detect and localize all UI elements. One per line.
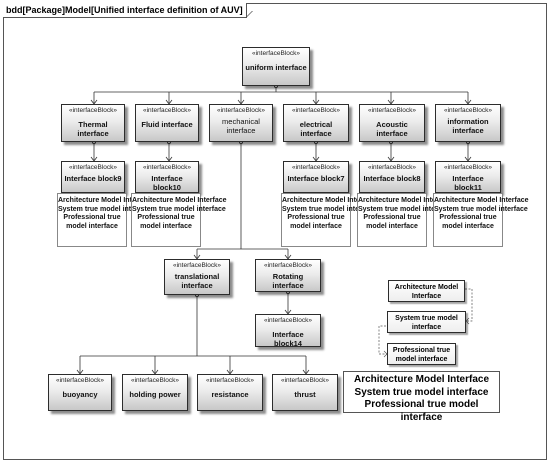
block-name: Interface block14 xyxy=(272,330,304,348)
block-thrust[interactable]: «interfaceBlock» thrust xyxy=(272,374,338,411)
block-interface-block14[interactable]: «interfaceBlock» Interface block14 xyxy=(255,314,321,348)
block-name: Fluid interface xyxy=(141,120,193,129)
stereotype-label: «interfaceBlock» xyxy=(68,107,118,114)
block-name: holding power xyxy=(129,390,181,399)
stereotype-label: «interfaceBlock» xyxy=(251,50,301,57)
stereotype-label: «interfaceBlock» xyxy=(443,107,493,114)
stereotype-label: «interfaceBlock» xyxy=(291,107,341,114)
block-uniform-interface[interactable]: «interfaceBlock» uniform interface xyxy=(242,47,310,86)
block-name: Thermal interface xyxy=(77,120,109,138)
block-electrical-interface[interactable]: «interfaceBlock» electrical interface xyxy=(283,104,349,142)
attribute-line: System true model interface xyxy=(132,205,226,213)
attribute-line: Professional true model interface xyxy=(63,214,121,230)
block-holding-power[interactable]: «interfaceBlock» holding power xyxy=(122,374,188,411)
block-information-interface[interactable]: «interfaceBlock» information interface xyxy=(435,104,501,142)
attribute-line: Architecture Model Interface xyxy=(358,197,453,204)
attribute-line: Architecture Model Interface xyxy=(132,197,227,204)
attribute-line: Professional true model interface xyxy=(439,214,497,230)
stereotype-label: «interfaceBlock» xyxy=(205,377,255,384)
attribute-line: System true model interface xyxy=(58,205,152,213)
block-interface-block11[interactable]: «interfaceBlock» Interface block11 xyxy=(435,161,501,193)
block-name: Interface block10 xyxy=(151,174,183,192)
stereotype-label: «interfaceBlock» xyxy=(280,377,330,384)
block-mechanical-interface[interactable]: «interfaceBlock» mechanical interface xyxy=(209,104,273,142)
block-interface-block7[interactable]: «interfaceBlock» Interface block7 xyxy=(283,161,349,193)
block-name: Rotating interface xyxy=(272,272,304,290)
attribute-line: Professional true model interface xyxy=(363,214,421,230)
note-line: Architecture Model Interface xyxy=(353,374,490,385)
attribute-line: System true model interface xyxy=(434,205,528,213)
stereotype-label: «interfaceBlock» xyxy=(443,164,493,171)
stereotype-label: «interfaceBlock» xyxy=(263,317,313,324)
attribute-line: System true model interface xyxy=(282,205,376,213)
attribute-line: System true model interface xyxy=(358,205,452,213)
stereotype-label: «interfaceBlock» xyxy=(367,164,417,171)
attributes-compartment: Architecture Model Interface System true… xyxy=(357,193,453,247)
block-acoustic-interface[interactable]: «interfaceBlock» Acoustic interface xyxy=(359,104,425,142)
block-name: buoyancy xyxy=(62,390,98,399)
block-name: resistance xyxy=(211,390,249,399)
block-name: translational interface xyxy=(174,272,220,290)
attributes-compartment: Architecture Model Interface System true… xyxy=(281,193,377,247)
stereotype-label: «interfaceBlock» xyxy=(291,164,341,171)
note-line: System true model interface xyxy=(354,386,489,398)
block-interface-block10[interactable]: «interfaceBlock» Interface block10 xyxy=(135,161,199,193)
diagram-frame xyxy=(3,3,547,460)
stereotype-label: «interfaceBlock» xyxy=(367,107,417,114)
legend-architecture-model: Architecture Model Interface xyxy=(388,280,465,302)
attributes-compartment: Architecture Model Interface System true… xyxy=(433,193,529,247)
block-name: thrust xyxy=(294,390,316,399)
block-resistance[interactable]: «interfaceBlock» resistance xyxy=(197,374,263,411)
note-line: Professional true model interface xyxy=(364,399,479,423)
block-name: electrical interface xyxy=(299,120,333,138)
stereotype-label: «interfaceBlock» xyxy=(130,377,180,384)
attribute-line: Architecture Model Interface xyxy=(282,197,377,204)
block-translational-interface[interactable]: «interfaceBlock» translational interface xyxy=(164,259,230,295)
legend-professional-true-model: Professional true model interface xyxy=(387,343,456,365)
stereotype-label: «interfaceBlock» xyxy=(68,164,118,171)
attributes-compartment: Architecture Model Interface System true… xyxy=(57,193,153,247)
stereotype-label: «interfaceBlock» xyxy=(142,107,192,114)
attributes-compartment: Architecture Model Interface System true… xyxy=(131,193,227,247)
block-interface-block9[interactable]: «interfaceBlock» Interface block9 xyxy=(61,161,125,193)
block-fluid-interface[interactable]: «interfaceBlock» Fluid interface xyxy=(135,104,199,142)
attribute-line: Architecture Model Interface xyxy=(58,197,153,204)
attribute-line: Professional true model interface xyxy=(137,214,195,230)
block-name: Interface block11 xyxy=(452,174,484,192)
block-interface-block8[interactable]: «interfaceBlock» Interface block8 xyxy=(359,161,425,193)
block-name: information interface xyxy=(447,117,489,135)
stereotype-label: «interfaceBlock» xyxy=(216,107,266,114)
stereotype-label: «interfaceBlock» xyxy=(263,262,313,269)
legend-system-true-model: System true model interface xyxy=(387,311,466,333)
block-name: Acoustic interface xyxy=(376,120,408,138)
summary-note: Architecture Model Interface System true… xyxy=(343,371,500,423)
block-name: Interface block9 xyxy=(64,174,122,183)
block-name: mechanical interface xyxy=(222,117,260,135)
block-name: Interface block7 xyxy=(287,174,345,183)
block-buoyancy[interactable]: «interfaceBlock» buoyancy xyxy=(48,374,112,411)
block-rotating-interface[interactable]: «interfaceBlock» Rotating interface xyxy=(255,259,321,292)
stereotype-label: «interfaceBlock» xyxy=(55,377,105,384)
block-name: uniform interface xyxy=(245,63,307,72)
block-name: Interface block8 xyxy=(363,174,421,183)
attribute-line: Architecture Model Interface xyxy=(434,197,529,204)
frame-title: bdd[Package]Model[Unified interface defi… xyxy=(3,3,247,18)
attribute-line: Professional true model interface xyxy=(287,214,345,230)
block-thermal-interface[interactable]: «interfaceBlock» Thermal interface xyxy=(61,104,125,142)
stereotype-label: «interfaceBlock» xyxy=(172,262,222,269)
stereotype-label: «interfaceBlock» xyxy=(142,164,192,171)
